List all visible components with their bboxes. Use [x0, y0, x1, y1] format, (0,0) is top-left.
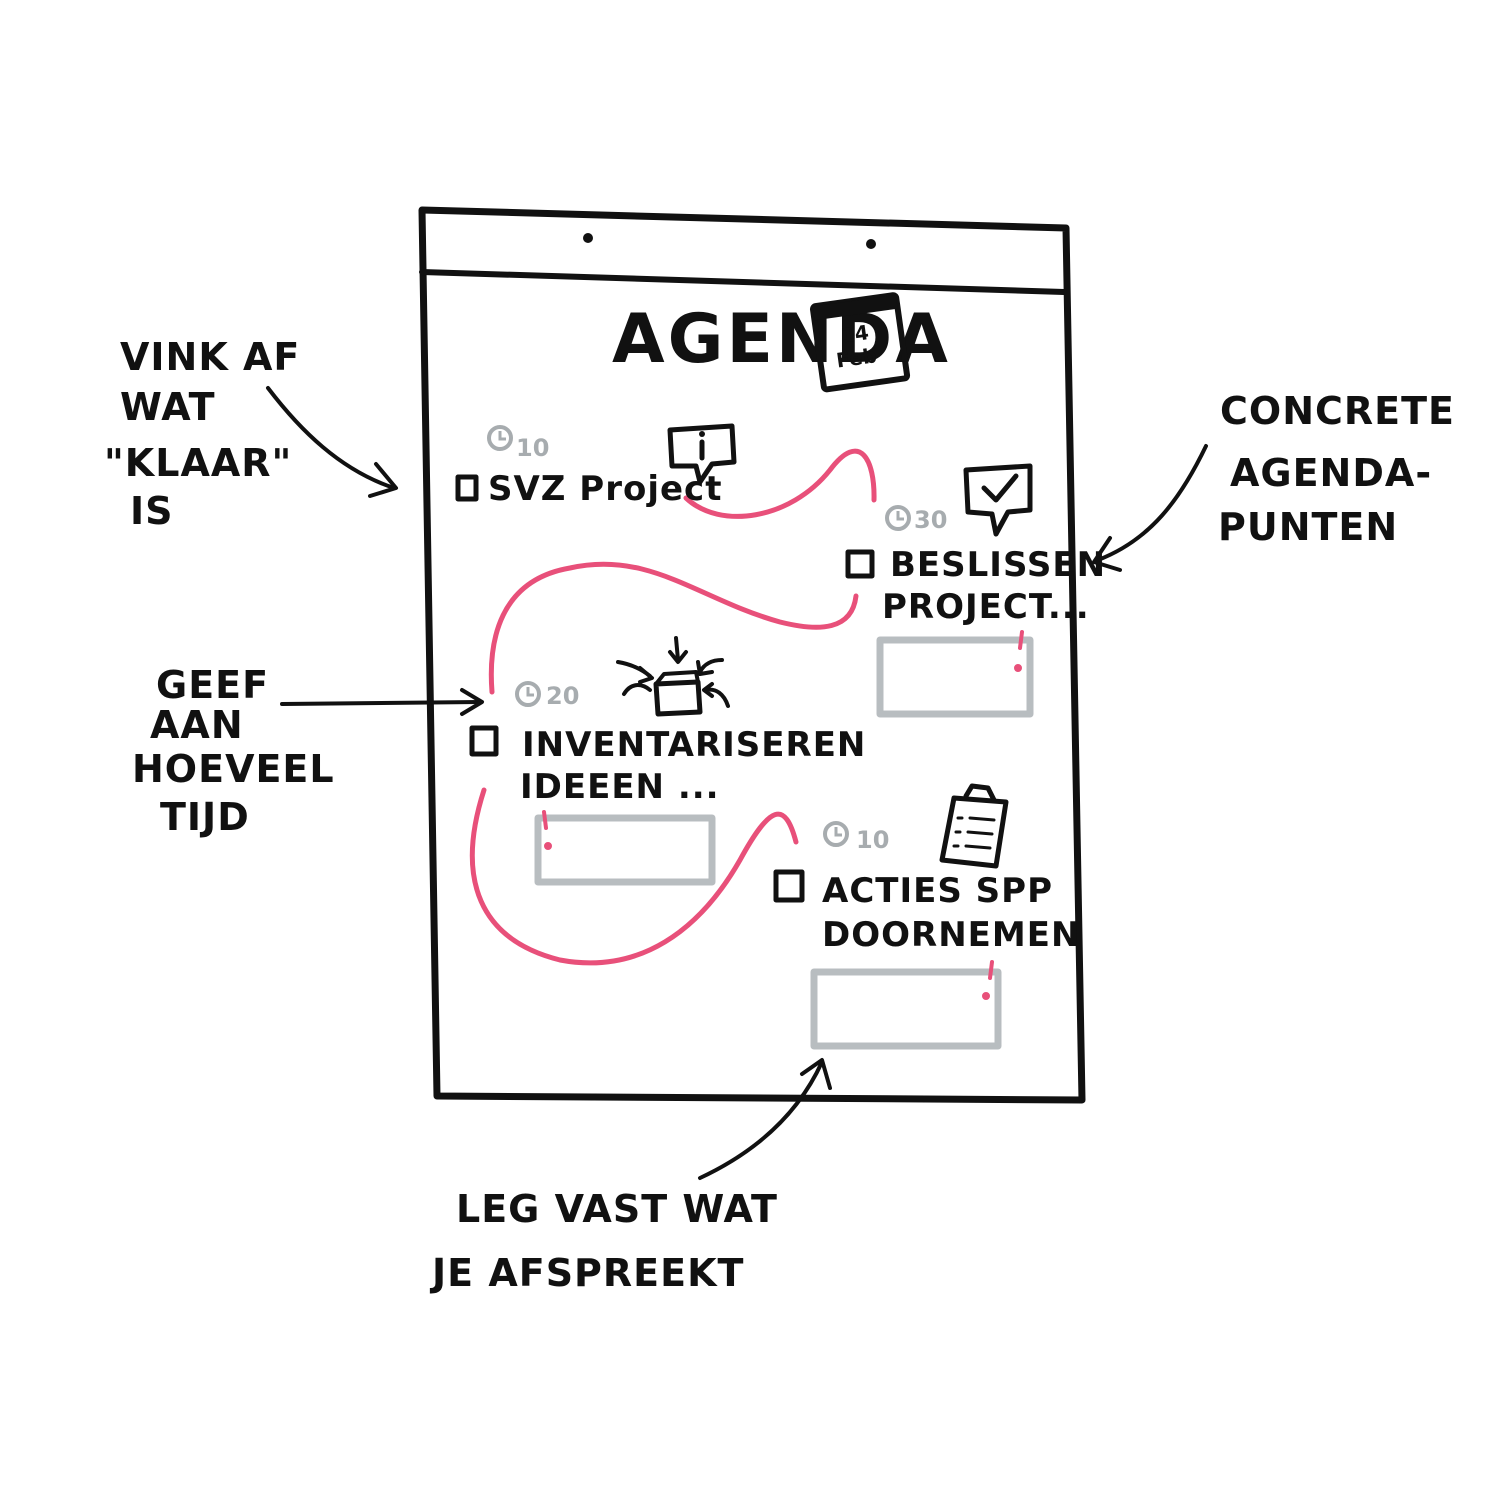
- calendar-month: Feb: [835, 343, 879, 372]
- clock-icon: [885, 505, 911, 531]
- item-label: INVENTARISEREN: [522, 725, 866, 765]
- info-speech-bubble-icon: [667, 423, 737, 485]
- svg-text:TIJD: TIJD: [160, 795, 250, 839]
- item-time: 30: [914, 506, 947, 534]
- notes-box[interactable]: [876, 636, 1034, 718]
- binder-hole: [583, 233, 593, 243]
- arrow-icon: [280, 700, 482, 706]
- clock-icon: [487, 425, 513, 451]
- agenda-item: 20 INVENTARISEREN IDEEEN ...: [469, 636, 866, 886]
- clipboard-icon: [939, 783, 1009, 869]
- binder-hole: [866, 239, 876, 249]
- annotation-time: GEEF AAN HOEVEEL TIJD: [132, 663, 484, 839]
- notes-box[interactable]: [810, 968, 1002, 1050]
- annotation-concrete: CONCRETE AGENDA- PUNTEN: [1092, 389, 1455, 572]
- calendar-icon: 14 Feb: [809, 292, 911, 393]
- item-label: SVZ Project: [488, 469, 722, 509]
- svg-text:LEG VAST WAT: LEG VAST WAT: [456, 1187, 778, 1231]
- svg-text:PUNTEN: PUNTEN: [1218, 505, 1398, 549]
- item-time: 10: [516, 434, 549, 462]
- item-checkbox[interactable]: [469, 725, 499, 757]
- item-time: 20: [546, 682, 579, 710]
- svg-text:HOEVEEL: HOEVEEL: [132, 747, 335, 791]
- arrow-icon: [266, 386, 396, 490]
- svg-text:CONCRETE: CONCRETE: [1220, 389, 1455, 433]
- annotation-checkoff: VINK AF WAT "KLAAR" IS: [104, 335, 398, 533]
- item-checkbox[interactable]: [773, 869, 805, 903]
- svg-text:AGENDA-: AGENDA-: [1230, 451, 1432, 495]
- item-time: 10: [856, 826, 889, 854]
- item-checkbox[interactable]: [455, 474, 479, 502]
- agenda-item: 10 ACTIES SPP DOORNEMEN: [773, 783, 1080, 1050]
- clock-icon: [515, 681, 541, 707]
- svg-text:IS: IS: [130, 489, 174, 533]
- svg-text:GEEF: GEEF: [156, 663, 269, 707]
- svg-text:WAT: WAT: [120, 385, 216, 429]
- flipchart-board: [418, 206, 1086, 1104]
- calendar-day: 14: [839, 320, 870, 348]
- svg-text:JE AFSPREEKT: JE AFSPREEKT: [429, 1251, 744, 1295]
- arrow-icon: [698, 1060, 824, 1180]
- arrow-icon: [1096, 444, 1208, 562]
- item-label: DOORNEMEN: [822, 915, 1080, 955]
- item-label: BESLISSEN: [890, 545, 1106, 585]
- annotation-record: LEG VAST WAT JE AFSPREEKT: [429, 1058, 832, 1295]
- svg-text:VINK AF: VINK AF: [120, 335, 300, 379]
- svg-text:"KLAAR": "KLAAR": [104, 441, 292, 485]
- agenda-path: [469, 448, 877, 966]
- collect-ideas-box-icon: [616, 636, 730, 717]
- item-label: IDEEEN ...: [520, 767, 720, 807]
- item-label: PROJECT...: [882, 587, 1090, 627]
- svg-text:AAN: AAN: [150, 703, 244, 747]
- agenda-item: 30 BESLISSEN PROJECT...: [845, 463, 1106, 718]
- board-title: AGENDA: [612, 300, 951, 379]
- clock-icon: [823, 821, 849, 847]
- checkmark-speech-bubble-icon: [963, 463, 1033, 537]
- item-label: ACTIES SPP: [822, 871, 1053, 911]
- agenda-item: 10 SVZ Project: [455, 423, 737, 509]
- notes-box[interactable]: [534, 814, 716, 886]
- item-checkbox[interactable]: [845, 549, 875, 579]
